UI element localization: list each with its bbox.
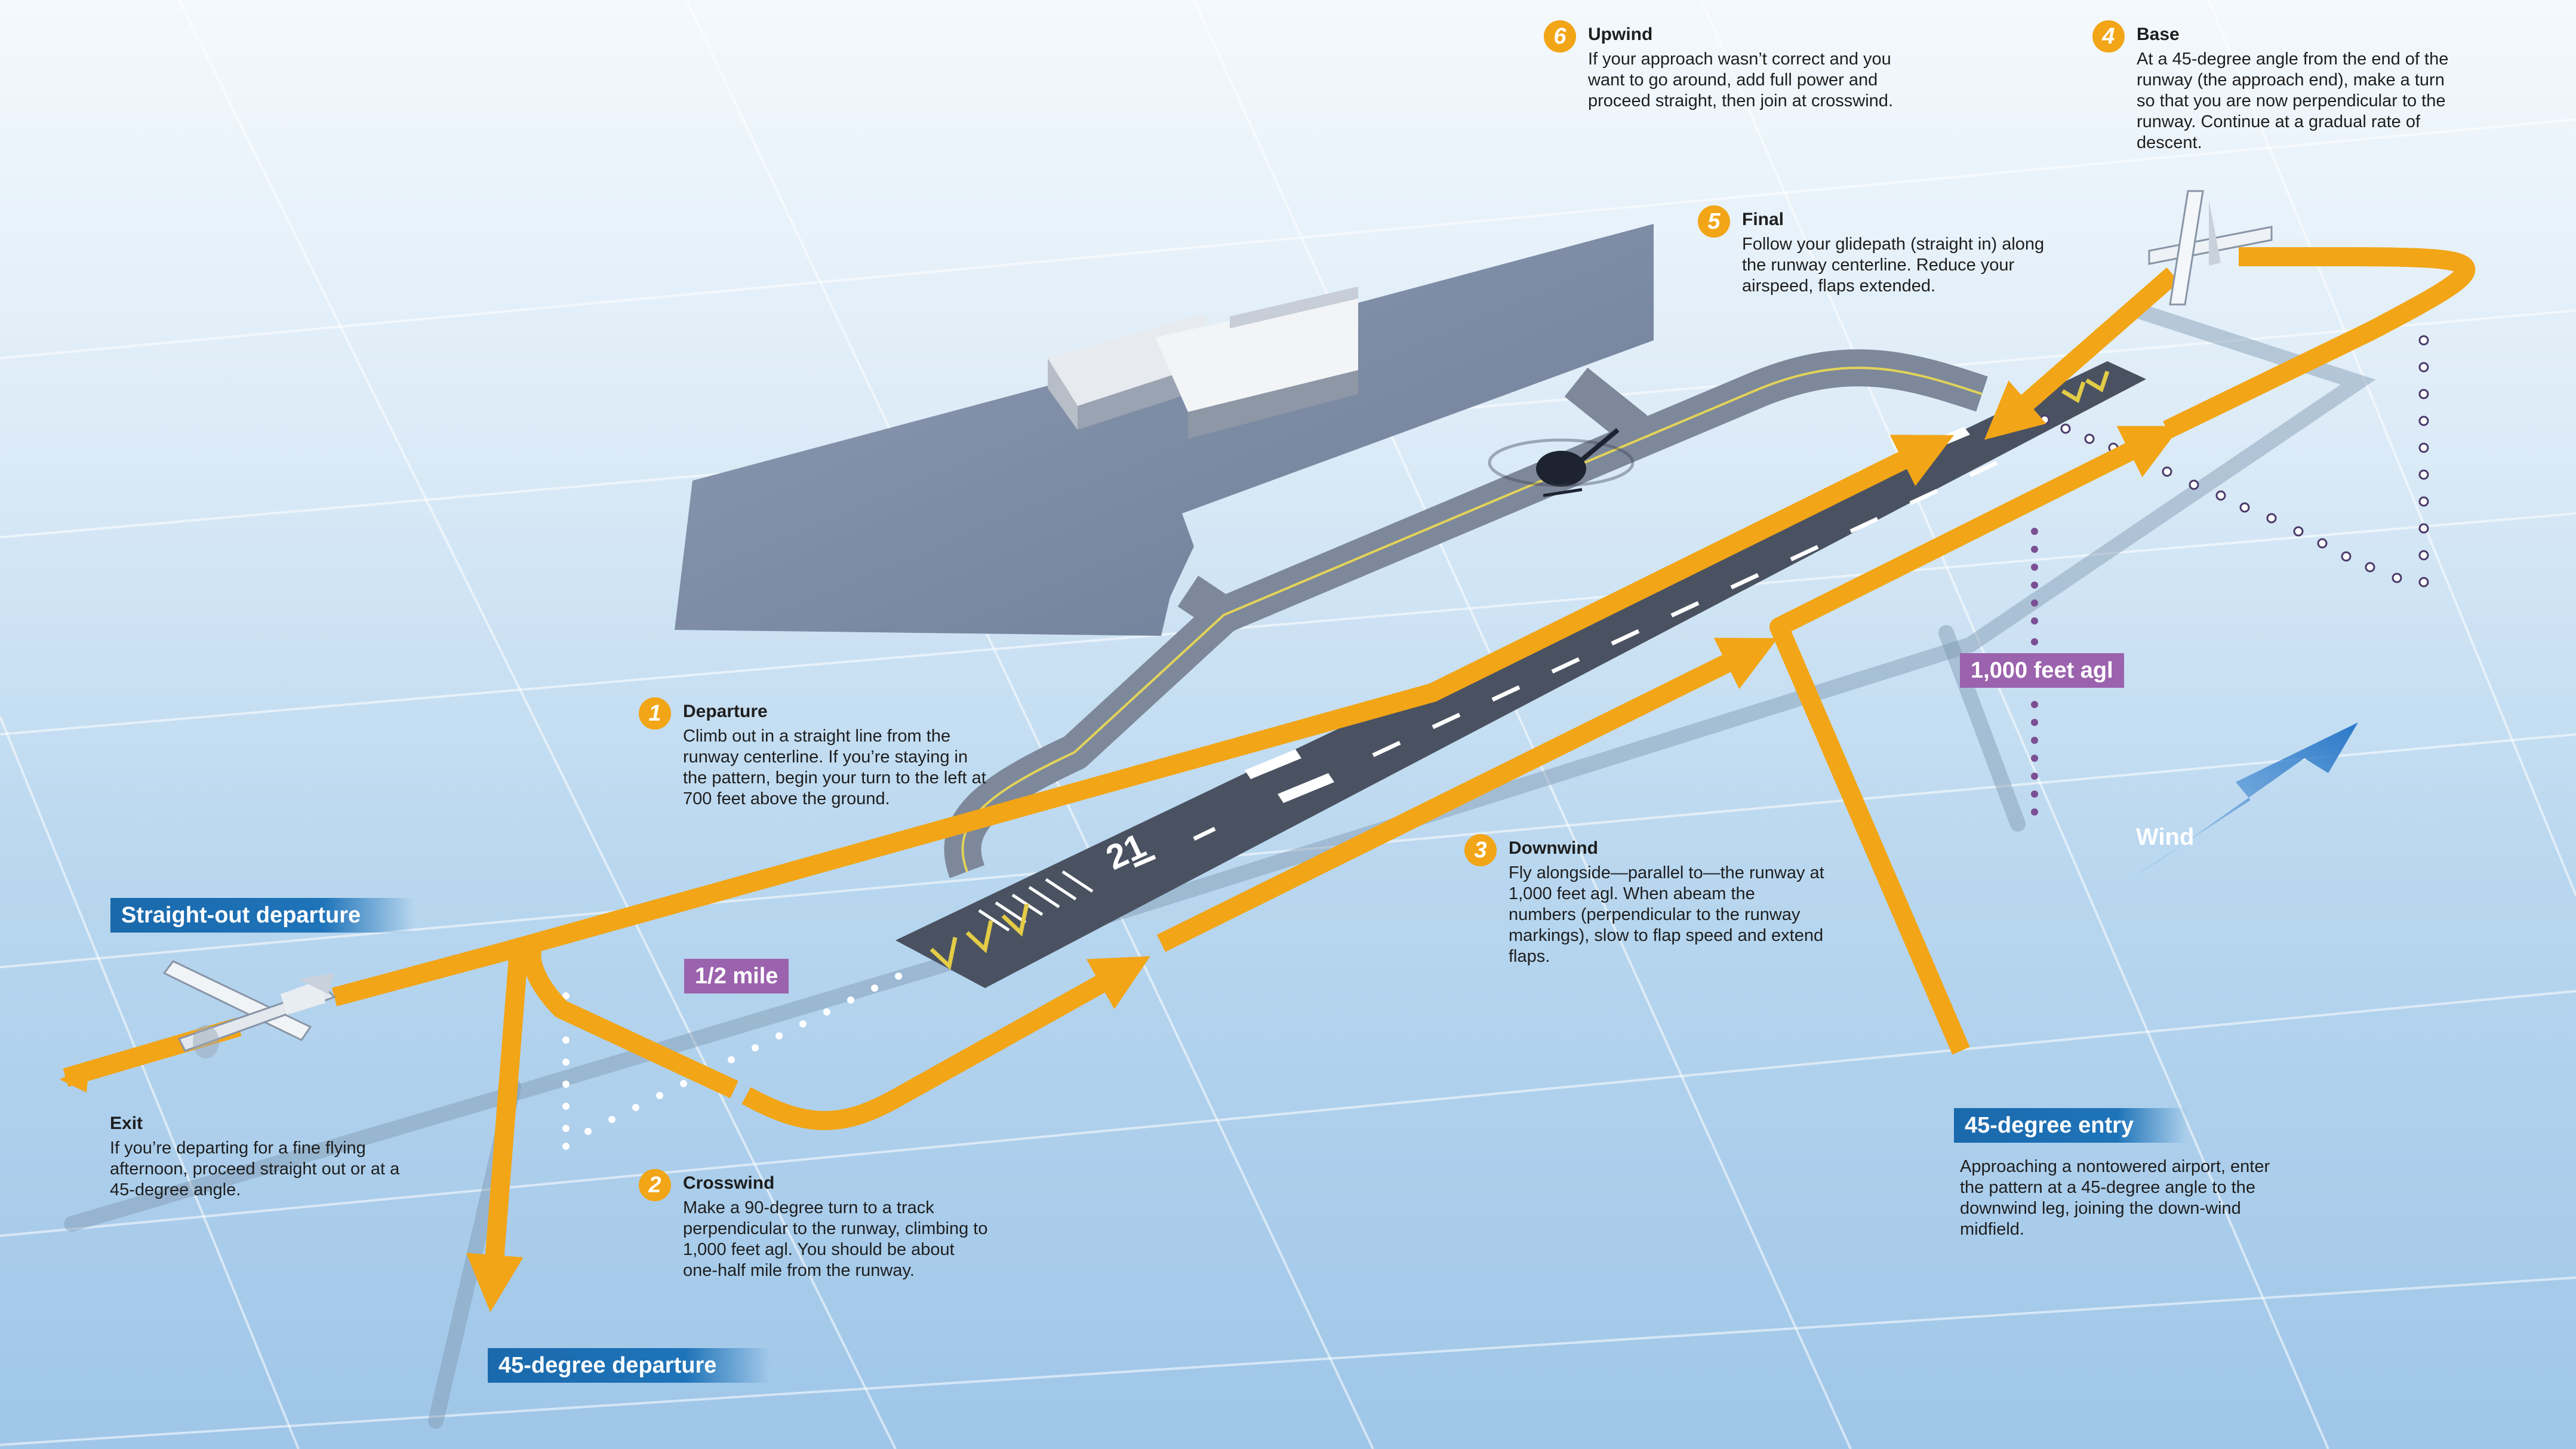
step-1-text: Climb out in a straight line from the ru…	[683, 727, 986, 808]
step-6-text: If your approach wasn’t correct and you …	[1588, 50, 1893, 110]
step-3-badge: 3	[1464, 834, 1497, 866]
entry-45-path	[1769, 426, 2181, 1055]
step-2-badge: 2	[639, 1169, 671, 1201]
chevrons	[930, 370, 2110, 970]
step-2-text: Make a 90-degree turn to a track perpend…	[683, 1198, 988, 1280]
exit-text: If you’re departing for a fine flying af…	[110, 1139, 400, 1199]
step-1-title: Departure	[683, 702, 768, 721]
departure-45-label: 45-degree departure	[488, 1348, 771, 1383]
crosswind-path	[522, 934, 738, 1099]
step-5-text: Follow your glidepath (straight in) alon…	[1742, 235, 2045, 296]
helicopter-icon	[1488, 427, 1635, 497]
step-1-departure: 1 Departure Climb out in a straight line…	[639, 697, 993, 810]
base-path	[2006, 247, 2475, 430]
step-4-text: At a 45-degree angle from the end of the…	[2137, 50, 2449, 152]
step-4-badge: 4	[2092, 20, 2125, 53]
exit-title: Exit	[110, 1113, 143, 1133]
hangar-building	[1048, 287, 1358, 439]
flight-paths	[63, 247, 2475, 1312]
step-2-title: Crosswind	[683, 1173, 775, 1193]
downwind-path	[1156, 638, 1778, 952]
step-4-title: Base	[2137, 24, 2180, 44]
departure-45-path	[466, 942, 529, 1312]
step-2-crosswind: 2 Crosswind Make a 90-degree turn to a t…	[639, 1169, 993, 1281]
step-6-upwind: 6 Upwind If your approach wasn’t correct…	[1544, 20, 1898, 112]
dotted-half-mile	[562, 973, 902, 1150]
wind-label: Wind	[2136, 824, 2195, 850]
runway-markings	[1133, 460, 1998, 868]
base-airplane-icon	[2148, 190, 2273, 306]
half-mile-label: 1/2 mile	[684, 959, 789, 993]
step-5-badge: 5	[1698, 205, 1730, 238]
step-6-title: Upwind	[1588, 24, 1653, 44]
step-1-badge: 1	[639, 697, 671, 730]
step-3-downwind: 3 Downwind Fly alongside—parallel to—the…	[1464, 834, 1825, 967]
entry-45-note: Approaching a nontowered airport, enter …	[1960, 1156, 2282, 1240]
step-3-title: Downwind	[1509, 838, 1598, 858]
step-5-final: 5 Final Follow your glidepath (straight …	[1698, 205, 2058, 297]
entry-45-text: Approaching a nontowered airport, enter …	[1960, 1157, 2270, 1239]
altitude-label: 1,000 feet agl	[1960, 653, 2124, 688]
step-4-base: 4 Base At a 45-degree angle from the end…	[2092, 20, 2453, 153]
apron	[675, 224, 1654, 636]
exit-arrowhead	[60, 1063, 90, 1093]
step-3-text: Fly alongside—parallel to—the runway at …	[1509, 863, 1824, 966]
dotted-base	[2039, 335, 2429, 587]
step-6-badge: 6	[1544, 20, 1576, 53]
straight-out-departure-label: Straight-out departure	[110, 898, 415, 933]
entry-45-label: 45-degree entry	[1954, 1108, 2188, 1143]
wind-arrow	[2113, 722, 2358, 890]
departing-airplane-icon	[162, 960, 336, 1059]
crosswind-to-downwind	[741, 956, 1150, 1130]
exit-note: Exit If you’re departing for a fine flyi…	[110, 1113, 420, 1201]
dotted-altitude	[2031, 528, 2038, 816]
step-5-title: Final	[1742, 210, 1784, 229]
